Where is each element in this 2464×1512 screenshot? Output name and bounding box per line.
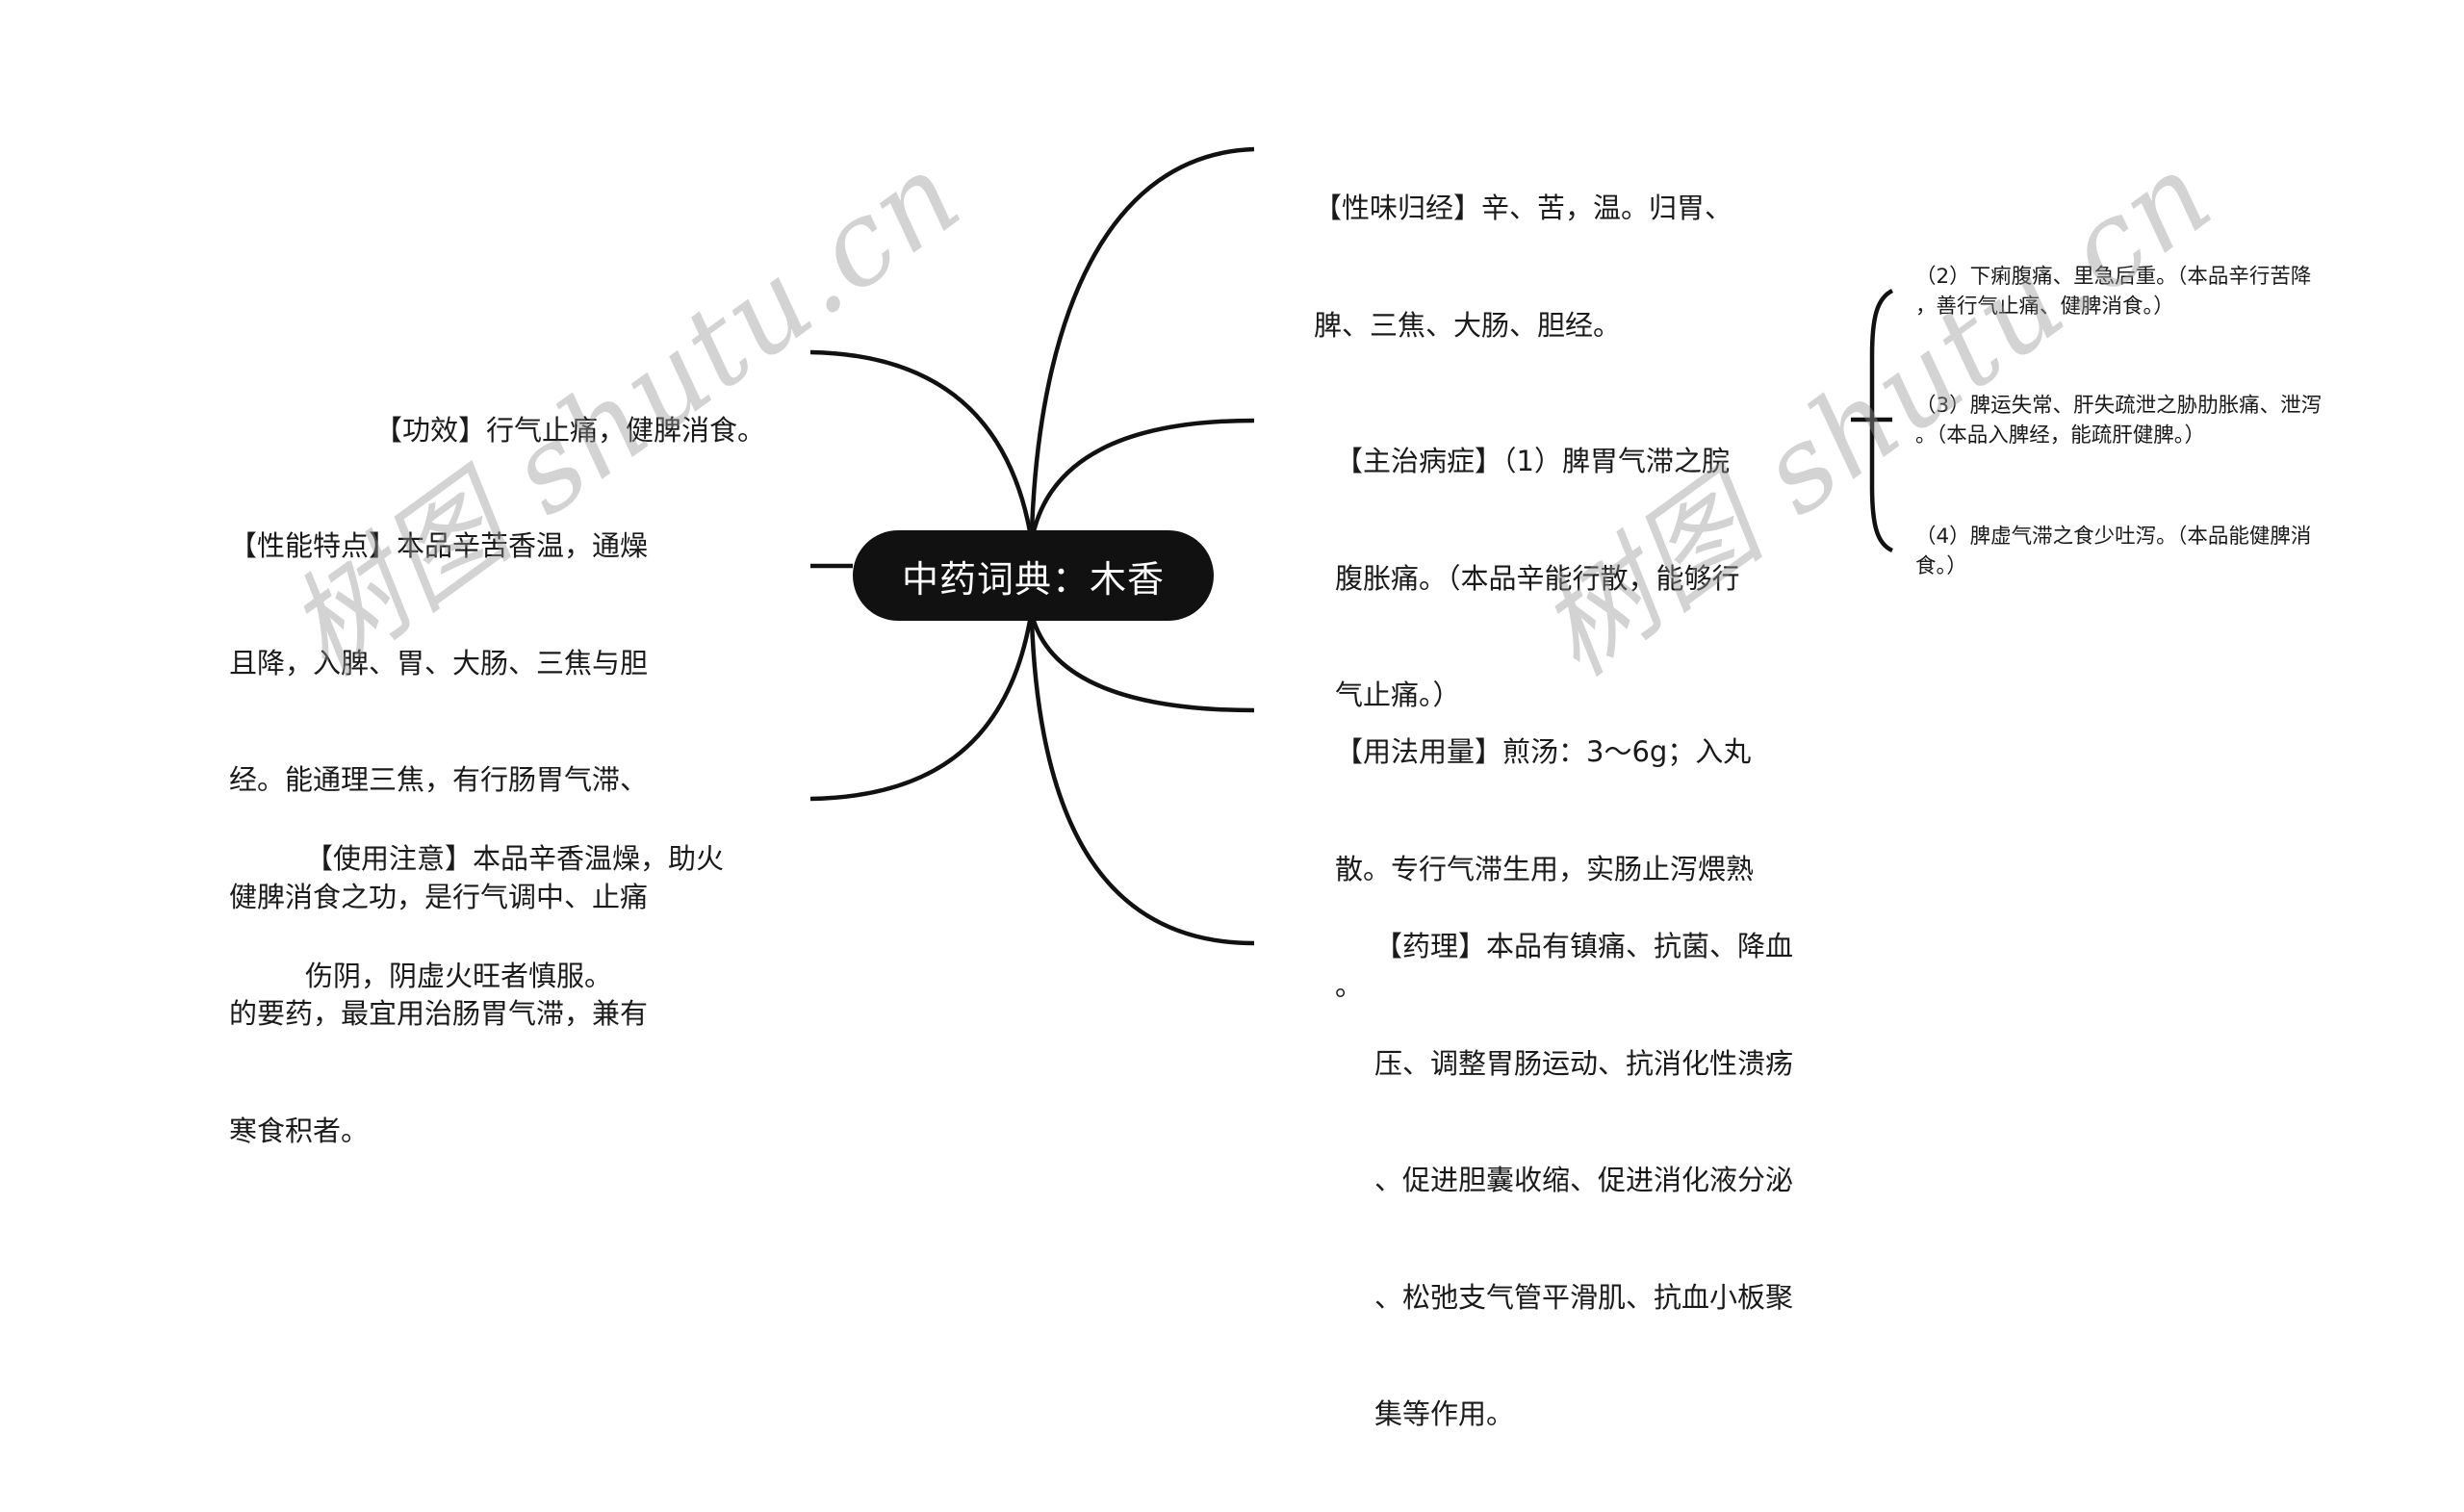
topic-line: 【性味归经】辛、苦，温。归胃、 [1314, 192, 1733, 224]
topic-line: 、松弛支气管平滑肌、抗血小板聚 [1374, 1280, 1794, 1314]
topic-zhuzhi[interactable]: 【主治病症】（1）脾胃气滞之脘 腹胀痛。（本品辛能行散，能够行 气止痛。） [1335, 364, 1740, 793]
topic-shiyong[interactable]: 【使用注意】本品辛香温燥，助火 伤阴，阴虚火旺者慎服。 [305, 761, 724, 1073]
topic-gongxiao[interactable]: 【功效】行气止痛，健脾消食。 [374, 333, 765, 528]
subtopic-4[interactable]: （4）脾虚气滞之食少吐泻。（本品能健脾消 食。） [1915, 522, 2311, 581]
topic-line: 散。专行气滞生用，实肠止泻煨熟 [1335, 852, 1755, 885]
topic-line: 经。能通理三焦，有行肠胃气滞、 [229, 763, 649, 796]
topic-line: 健脾消食之功，是行气调中、止痛 [229, 880, 649, 913]
connector-yongfa [1031, 620, 1255, 713]
subtopic-line: （4）脾虚气滞之食少吐泻。（本品能健脾消 [1915, 525, 2312, 549]
subtopic-3[interactable]: （3）脾运失常、肝失疏泄之胁肋胀痛、泄泻 。（本品入脾经，能疏肝健脾。） [1915, 391, 2322, 450]
topic-line: 【功效】行气止痛，健脾消食。 [374, 414, 766, 447]
root-node[interactable]: 中药词典：木香 [853, 530, 1214, 621]
subtopic-line: ，善行气止痛、健脾消食。） [1915, 295, 2174, 319]
topic-line: 【药理】本品有镇痛、抗菌、降血 [1374, 930, 1794, 962]
topic-line: 寒食积者。 [229, 1114, 370, 1147]
topic-yaoli[interactable]: 【药理】本品有镇痛、抗菌、降血 压、调整胃肠运动、抗消化性溃疡 、促进胆囊收缩、… [1374, 849, 1793, 1512]
topic-line: 【性能特点】本品辛苦香温，通燥 [229, 529, 649, 562]
topic-line: 、促进胆囊收缩、促进消化液分泌 [1374, 1164, 1794, 1196]
topic-line: 【用法用量】煎汤：3～6g；入丸 [1335, 735, 1752, 768]
subtopic-line: 。（本品入脾经，能疏肝健脾。） [1915, 423, 2206, 448]
topic-line: 的要药，最宜用治肠胃气滞，兼有 [229, 997, 649, 1030]
topic-line: 气止痛。） [1335, 679, 1461, 711]
topic-line: 【主治病症】（1）脾胃气滞之脘 [1335, 445, 1730, 477]
connector-zhuzhi [1031, 418, 1255, 532]
subtopic-line: （3）脾运失常、肝失疏泄之胁肋胀痛、泄泻 [1915, 394, 2323, 418]
topic-line: 集等作用。 [1374, 1397, 1515, 1430]
bracket-line [1869, 288, 1894, 553]
root-title: 中药词典：木香 [901, 557, 1165, 601]
connector-xingwei [1029, 146, 1255, 532]
topic-xingwei[interactable]: 【性味归经】辛、苦，温。归胃、 脾、三焦、大肠、胆经。 [1314, 111, 1732, 423]
topic-line: 【使用注意】本品辛香温燥，助火 [305, 842, 725, 875]
connector-gongxiao [809, 349, 1033, 532]
topic-yongfa[interactable]: 【用法用量】煎汤：3～6g；入丸 散。专行气滞生用，实肠止泻煨熟 。 [1335, 654, 1754, 1084]
topic-line: 压、调整胃肠运动、抗消化性溃疡 [1374, 1046, 1794, 1080]
topic-xingneng[interactable]: 【性能特点】本品辛苦香温，通燥 且降，入脾、胃、大肠、三焦与胆 经。能通理三焦，… [229, 448, 648, 1228]
subtopic-line: 食。） [1915, 554, 1967, 578]
subtopic-line: （2）下痢腹痛、里急后重。（本品辛行苦降 [1915, 265, 2312, 289]
mind-map-canvas: 中药词典：木香 【功效】行气止痛，健脾消食。 【性能特点】本品辛苦香温，通燥 且… [229, 111, 2322, 1430]
connector-yaoli [1029, 620, 1255, 946]
topic-line: 腹胀痛。（本品辛能行散，能够行 [1335, 561, 1740, 595]
connector-shiyong [809, 620, 1033, 802]
topic-line: 。 [1335, 969, 1364, 1002]
topic-line: 脾、三焦、大肠、胆经。 [1314, 308, 1622, 342]
topic-line: 且降，入脾、胃、大肠、三焦与胆 [229, 646, 649, 679]
topic-line: 伤阴，阴虚火旺者慎服。 [305, 959, 613, 992]
subtopic-2[interactable]: （2）下痢腹痛、里急后重。（本品辛行苦降 ，善行气止痛、健脾消食。） [1915, 262, 2311, 321]
